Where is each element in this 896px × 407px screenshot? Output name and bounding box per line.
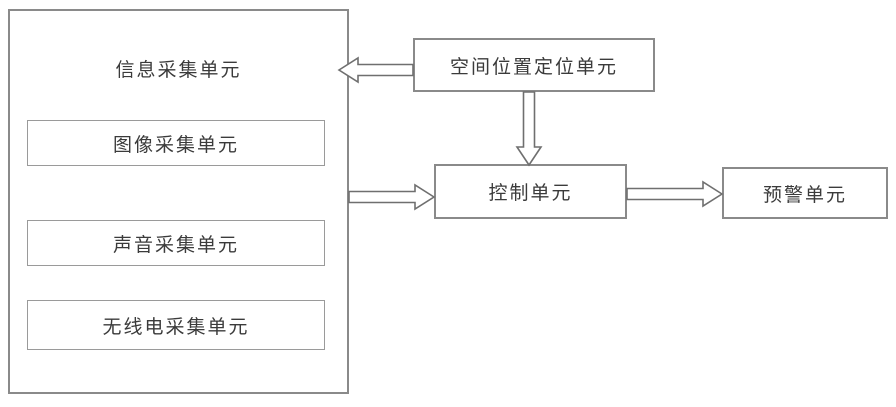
box-spatial-position-unit: 空间位置定位单元 <box>413 38 655 92</box>
box-early-warning-unit: 预警单元 <box>722 167 888 219</box>
arrow-control-to-warning <box>626 180 724 208</box>
group-title-information-collection-unit: 信息采集单元 <box>115 59 242 81</box>
box-sound-collection-unit: 声音采集单元 <box>27 220 325 266</box>
arrow-spatial-to-control <box>515 91 543 167</box>
box-image-collection-unit: 图像采集单元 <box>27 120 325 166</box>
arrow-information-collection-to-control <box>348 183 436 211</box>
arrow-spatial-to-information-collection <box>337 56 414 84</box>
box-radio-collection-unit: 无线电采集单元 <box>27 300 325 350</box>
box-control-unit: 控制单元 <box>434 164 627 219</box>
